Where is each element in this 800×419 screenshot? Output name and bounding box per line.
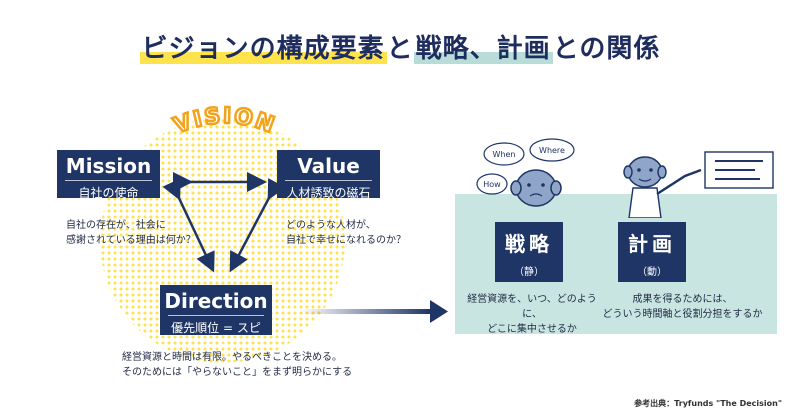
presenting-character [623,151,774,218]
strategy-title: 戦略 [505,232,553,256]
arrow-to-strategy-shaft [300,309,430,314]
bubble-where: Where [539,146,565,155]
plan-box: 計画 （動） [618,222,686,282]
mission-subtitle: 自社の使命 [65,180,152,201]
title-part-relation: との関係 [552,34,661,64]
direction-caption: 経営資源と時間は有限。やるべきことを決める。 そのためには「やらないこと」をまず… [122,352,353,378]
vision-arc-label: VISION [170,103,279,141]
value-caption: どのような人材が、 自社で幸せになれるのか？ [286,220,406,246]
strategy-subtitle: （静） [514,267,544,278]
direction-title: Direction [164,289,268,313]
arrow-value-direction [229,178,286,273]
arrow-to-strategy-head [430,300,448,323]
mission-title: Mission [65,154,152,178]
arrow-mission-direction [162,178,215,273]
mission-box: Mission 自社の使命 [57,150,160,201]
direction-subtitle: 優先順位 = スピード [168,315,264,353]
value-title: Value [297,154,360,178]
value-box: Value 人材誘致の磁石 [277,150,380,201]
plan-caption: 成果を得るためには、 どういう時間軸と役割分担をするか [602,294,763,320]
plan-title: 計画 [628,232,676,256]
thinking-character: When Where How [476,138,575,207]
mission-caption: 自社の存在が、社会に 感謝されている理由は何か？ [66,220,196,246]
bubble-how: How [483,180,501,189]
title-part-to: と [386,34,414,64]
strategy-box: 戦略 （静） [495,222,563,282]
strategy-caption: 経営資源を、いつ、どのように、 どこに集中させるか [467,294,597,335]
title-part-strategy-plan: 戦略、計画 [413,34,553,64]
bubble-when: When [493,150,516,159]
title-part-components: ビジョンの構成要素 [139,34,387,64]
page-title: ビジョンの構成要素と戦略、計画との関係 [0,28,800,65]
plan-subtitle: （動） [637,267,667,278]
direction-box: Direction 優先順位 = スピード [160,285,272,352]
value-subtitle: 人材誘致の磁石 [285,180,372,201]
reference-note: 参考出典：Tryfunds "The Decision" [634,399,782,408]
